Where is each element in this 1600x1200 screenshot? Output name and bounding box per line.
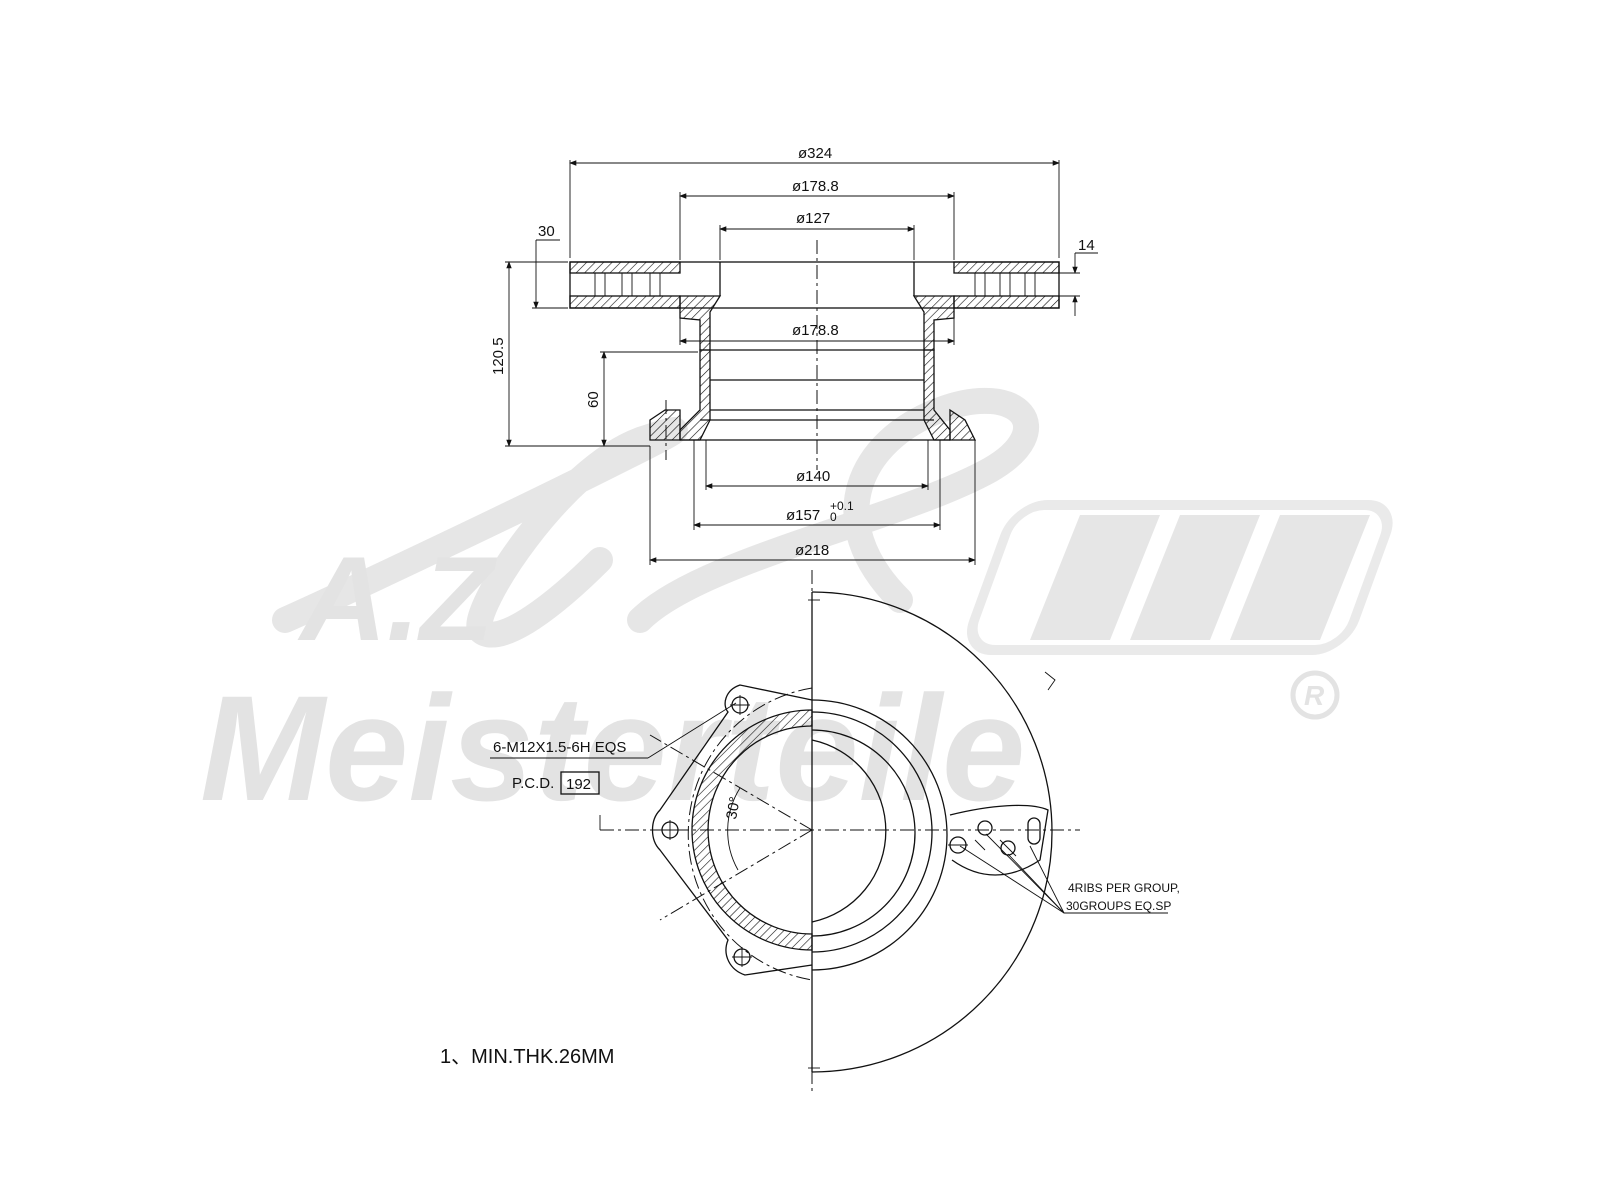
side-section-view <box>569 240 1060 470</box>
dim-vent-width: 14 <box>1078 237 1095 254</box>
watermark-brand-line1: A.Z <box>297 532 498 666</box>
ribs-note-line2: 30GROUPS EQ.SP <box>1066 899 1171 913</box>
dim-bore-157-tol-upper: +0.1 <box>830 499 854 513</box>
side-view-dimensions: ø324 ø178.8 ø127 ø178.8 30 14 120.5 <box>490 145 1098 565</box>
dim-center-bore: ø127 <box>796 210 830 227</box>
pcd-label: P.C.D. <box>512 775 554 792</box>
dim-bore-157-tol-lower: 0 <box>830 510 837 524</box>
angle-label: 30° <box>723 795 744 820</box>
dim-hub-height: 60 <box>585 391 602 408</box>
registered-mark-text: R <box>1304 680 1325 711</box>
watermark: A.Z Meisterteile R <box>200 387 1393 832</box>
front-view-callouts: 6-M12X1.5-6H EQS P.C.D. 192 4RIBS PER GR… <box>490 702 1180 914</box>
dim-disc-thickness: 30 <box>538 223 555 240</box>
min-thickness-note: 1、MIN.THK.26MM <box>440 1046 614 1068</box>
front-view: 30° <box>599 570 1080 1095</box>
watermark-stripes <box>967 500 1393 655</box>
dim-flange-diameter: ø218 <box>795 542 829 559</box>
thread-spec-label: 6-M12X1.5-6H EQS <box>493 739 626 756</box>
dim-total-height: 120.5 <box>490 337 507 375</box>
pcd-value-box <box>560 771 600 795</box>
bolt-holes <box>660 695 752 967</box>
dim-hat-diameter: ø178.8 <box>792 322 839 339</box>
vent-vanes <box>594 273 1036 296</box>
ribs-note-line1: 4RIBS PER GROUP, <box>1068 881 1180 895</box>
rib-detail <box>948 804 1049 876</box>
dim-bore-140: ø140 <box>796 468 830 485</box>
pcd-value: 192 <box>566 776 591 793</box>
watermark-brand-line2: Meisterteile <box>200 664 1025 832</box>
dim-outer-diameter: ø324 <box>798 145 832 162</box>
notes: 1、MIN.THK.26MM <box>440 1046 614 1068</box>
registered-mark-icon <box>1290 670 1340 720</box>
dim-friction-inner: ø178.8 <box>792 178 839 195</box>
dim-bore-157: ø157 <box>786 507 820 524</box>
